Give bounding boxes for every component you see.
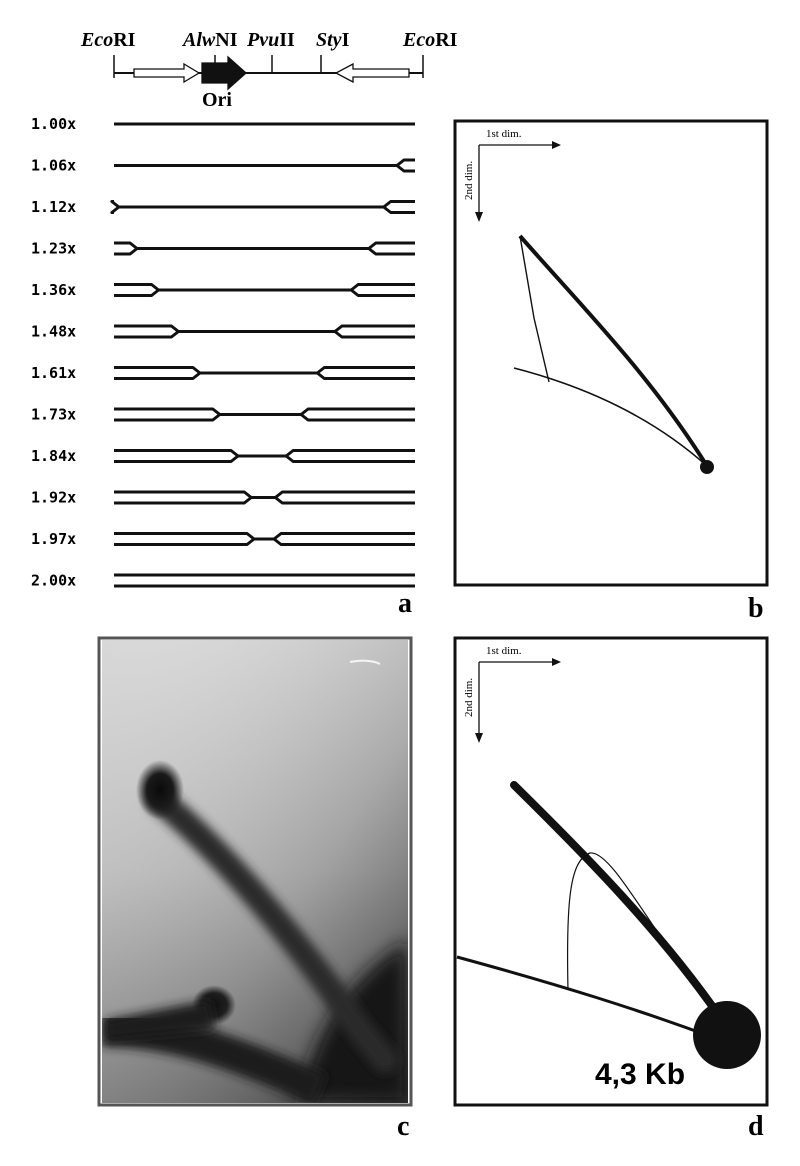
- bubble-arc: [518, 234, 709, 468]
- first-dimension-label-d: 1st dim.: [486, 645, 522, 657]
- mass-label: 1.06x: [31, 157, 76, 175]
- parental-strand-top: [114, 366, 415, 375]
- intermediate-molecule: [114, 449, 415, 463]
- bubble-to-y-transition: [519, 235, 550, 383]
- panel-b: 1st dim. 2nd dim. b: [453, 119, 769, 624]
- intermediate-molecule: [114, 283, 415, 297]
- parental-strand-bottom: [110, 205, 415, 214]
- panel-letter-d: d: [748, 1111, 764, 1142]
- bubble-arc-d: [510, 781, 726, 1024]
- intermediate-molecule: [114, 241, 415, 256]
- mass-label: 1.73x: [31, 406, 76, 424]
- mass-label: 1.84x: [31, 447, 76, 465]
- mass-label: 1.00x: [31, 115, 76, 133]
- parental-strand-top: [114, 283, 415, 292]
- parental-strand-top: [114, 158, 415, 167]
- parental-strand-top: [110, 200, 415, 209]
- intermediate-molecule: [114, 532, 415, 546]
- left-arrow-gene-icon: [334, 62, 410, 84]
- site-label-pvuii: PvuII: [246, 29, 295, 51]
- parental-strand-bottom: [114, 247, 415, 256]
- autoradiograph: c: [97, 636, 413, 1142]
- monomer-spot-d: [693, 1001, 761, 1069]
- parental-strand-top: [114, 324, 415, 333]
- intermediate-molecule: [114, 158, 415, 173]
- panel-d-frame: [453, 636, 769, 1107]
- replication-intermediate-ladder: 1.00x 1.06x 1.12x 1.23x 1.36x 1.48x 1.61x 1.73x…: [31, 115, 415, 590]
- site-label-styi: StyI: [316, 29, 350, 51]
- mass-label: 1.61x: [31, 364, 76, 382]
- panel-letter-c: c: [397, 1111, 409, 1142]
- second-dimension-label-d: 2nd dim.: [463, 678, 475, 717]
- panel-d: 1st dim. 2nd dim. 4,3 Kb d: [453, 636, 769, 1142]
- site-label-ecori-right: EcoRI: [402, 29, 458, 51]
- mass-label: 1.92x: [31, 489, 76, 507]
- parental-strand-top: [114, 241, 415, 250]
- right-arrow-gene-icon: [133, 62, 201, 84]
- second-dimension-arrowhead-icon: [475, 212, 483, 222]
- parental-strand-top: [114, 532, 415, 541]
- parental-strand-bottom: [114, 537, 415, 546]
- mass-label: 1.12x: [31, 198, 76, 216]
- parental-strand-top: [114, 490, 415, 499]
- gel-bubble-arc: [147, 787, 398, 1073]
- intermediate-molecule: [114, 366, 415, 380]
- restriction-map: EcoRI AlwNI PvuII StyI EcoRI Ori: [80, 29, 458, 111]
- intermediate-molecule: [114, 324, 415, 339]
- gel-spot-upper: [136, 760, 184, 820]
- gel-band: [106, 1000, 216, 1040]
- intermediate-molecule: [114, 407, 415, 422]
- first-dimension-arrowhead-icon: [552, 141, 561, 149]
- panel-letter-a: a: [398, 588, 412, 619]
- parental-strand-bottom: [114, 371, 415, 380]
- mass-label: 2.00x: [31, 572, 76, 590]
- simple-y-arc: [513, 367, 708, 467]
- mass-label: 1.48x: [31, 323, 76, 341]
- monomer-size-label: 4,3 Kb: [595, 1058, 685, 1091]
- mass-label: 1.97x: [31, 530, 76, 548]
- intermediate-molecule: [110, 200, 415, 214]
- parental-strand-top: [114, 407, 415, 416]
- gel-artifact: [349, 659, 381, 665]
- second-dimension-label: 2nd dim.: [463, 161, 475, 200]
- linear-arc: [456, 955, 721, 1042]
- panel-letter-b: b: [748, 593, 764, 624]
- transition-arc-d: [566, 852, 721, 1021]
- parental-strand-bottom: [114, 496, 415, 505]
- first-dimension-arrowhead-d-icon: [552, 658, 561, 666]
- panel-b-frame: [453, 119, 769, 587]
- origin-arrow-icon: [201, 55, 247, 91]
- origin-label: Ori: [202, 89, 232, 111]
- parental-strand-bottom: [114, 454, 415, 463]
- mass-label: 1.23x: [31, 240, 76, 258]
- intermediate-molecule: [114, 573, 415, 588]
- first-dimension-label: 1st dim.: [486, 128, 522, 140]
- parental-strand-bottom: [396, 164, 415, 173]
- parental-strand-bottom: [114, 413, 415, 422]
- second-dimension-arrowhead-d-icon: [475, 733, 483, 743]
- parental-strand-top: [114, 449, 415, 458]
- mass-label: 1.36x: [31, 281, 76, 299]
- parental-strand-bottom: [114, 330, 415, 339]
- site-label-ecori-left: EcoRI: [80, 29, 136, 51]
- intermediate-molecule: [114, 490, 415, 505]
- site-label-alwni: AlwNI: [181, 29, 238, 51]
- parental-strand-bottom: [114, 288, 415, 297]
- monomer-spot: [700, 460, 714, 474]
